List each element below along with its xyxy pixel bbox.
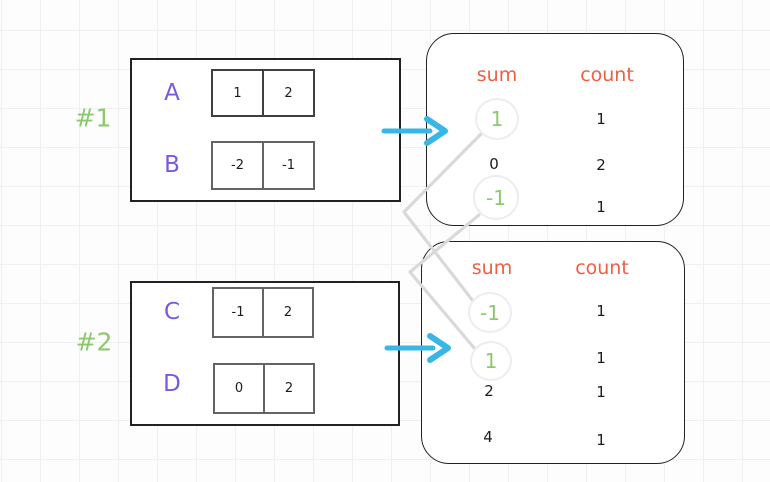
array-cell: 1 [233, 85, 242, 101]
array-d-label: D [163, 371, 181, 397]
count-value: 1 [596, 302, 606, 320]
count-value: 1 [596, 431, 606, 449]
arrow-right-icon [381, 116, 448, 146]
count-header: count [575, 257, 629, 279]
sum-highlight-circle: 1 [470, 341, 512, 381]
count-value: 1 [596, 110, 606, 128]
sum-highlight-circle: -1 [468, 292, 512, 333]
connector-line [408, 213, 481, 351]
example-1-result-box [426, 33, 684, 226]
sum-header: sum [471, 257, 513, 279]
sum-value: 0 [489, 155, 499, 173]
count-value: 1 [596, 198, 606, 216]
sum-value: 1 [484, 349, 498, 373]
example-2-result-box [421, 241, 685, 464]
array-cell: 0 [234, 381, 244, 396]
array-cell: -1 [262, 143, 313, 188]
array-cell: -1 [231, 305, 245, 320]
sum-highlight-circle: -1 [473, 175, 519, 220]
connector-line [402, 132, 483, 303]
sum-value: -1 [486, 185, 506, 210]
array-b-label: B [164, 152, 180, 178]
array-cell: -2 [231, 158, 244, 173]
count-value: 1 [596, 349, 606, 367]
array-cell: 2 [262, 71, 313, 115]
array-cell: 2 [263, 365, 313, 412]
sum-header: sum [476, 64, 518, 86]
count-value: 1 [596, 383, 606, 401]
sum-value: 2 [484, 382, 494, 400]
count-value: 2 [596, 156, 606, 174]
arrow-right-icon [384, 333, 451, 363]
array-c-cells: -1 2 [212, 287, 314, 338]
example-2-label: #2 [75, 327, 113, 357]
sum-value: 4 [483, 428, 493, 446]
array-d-cells: 0 2 [213, 363, 315, 414]
array-c-label: C [163, 299, 181, 325]
sum-value: 1 [490, 107, 504, 131]
array-cell: 2 [262, 289, 312, 336]
count-header: count [580, 64, 634, 86]
array-b-cells: -2 -1 [211, 141, 315, 190]
example-1-label: #1 [74, 103, 112, 133]
array-a-label: A [164, 80, 180, 106]
sum-highlight-circle: 1 [475, 98, 519, 140]
array-a-cells: 1 2 [211, 69, 315, 117]
sum-value: -1 [480, 300, 500, 325]
